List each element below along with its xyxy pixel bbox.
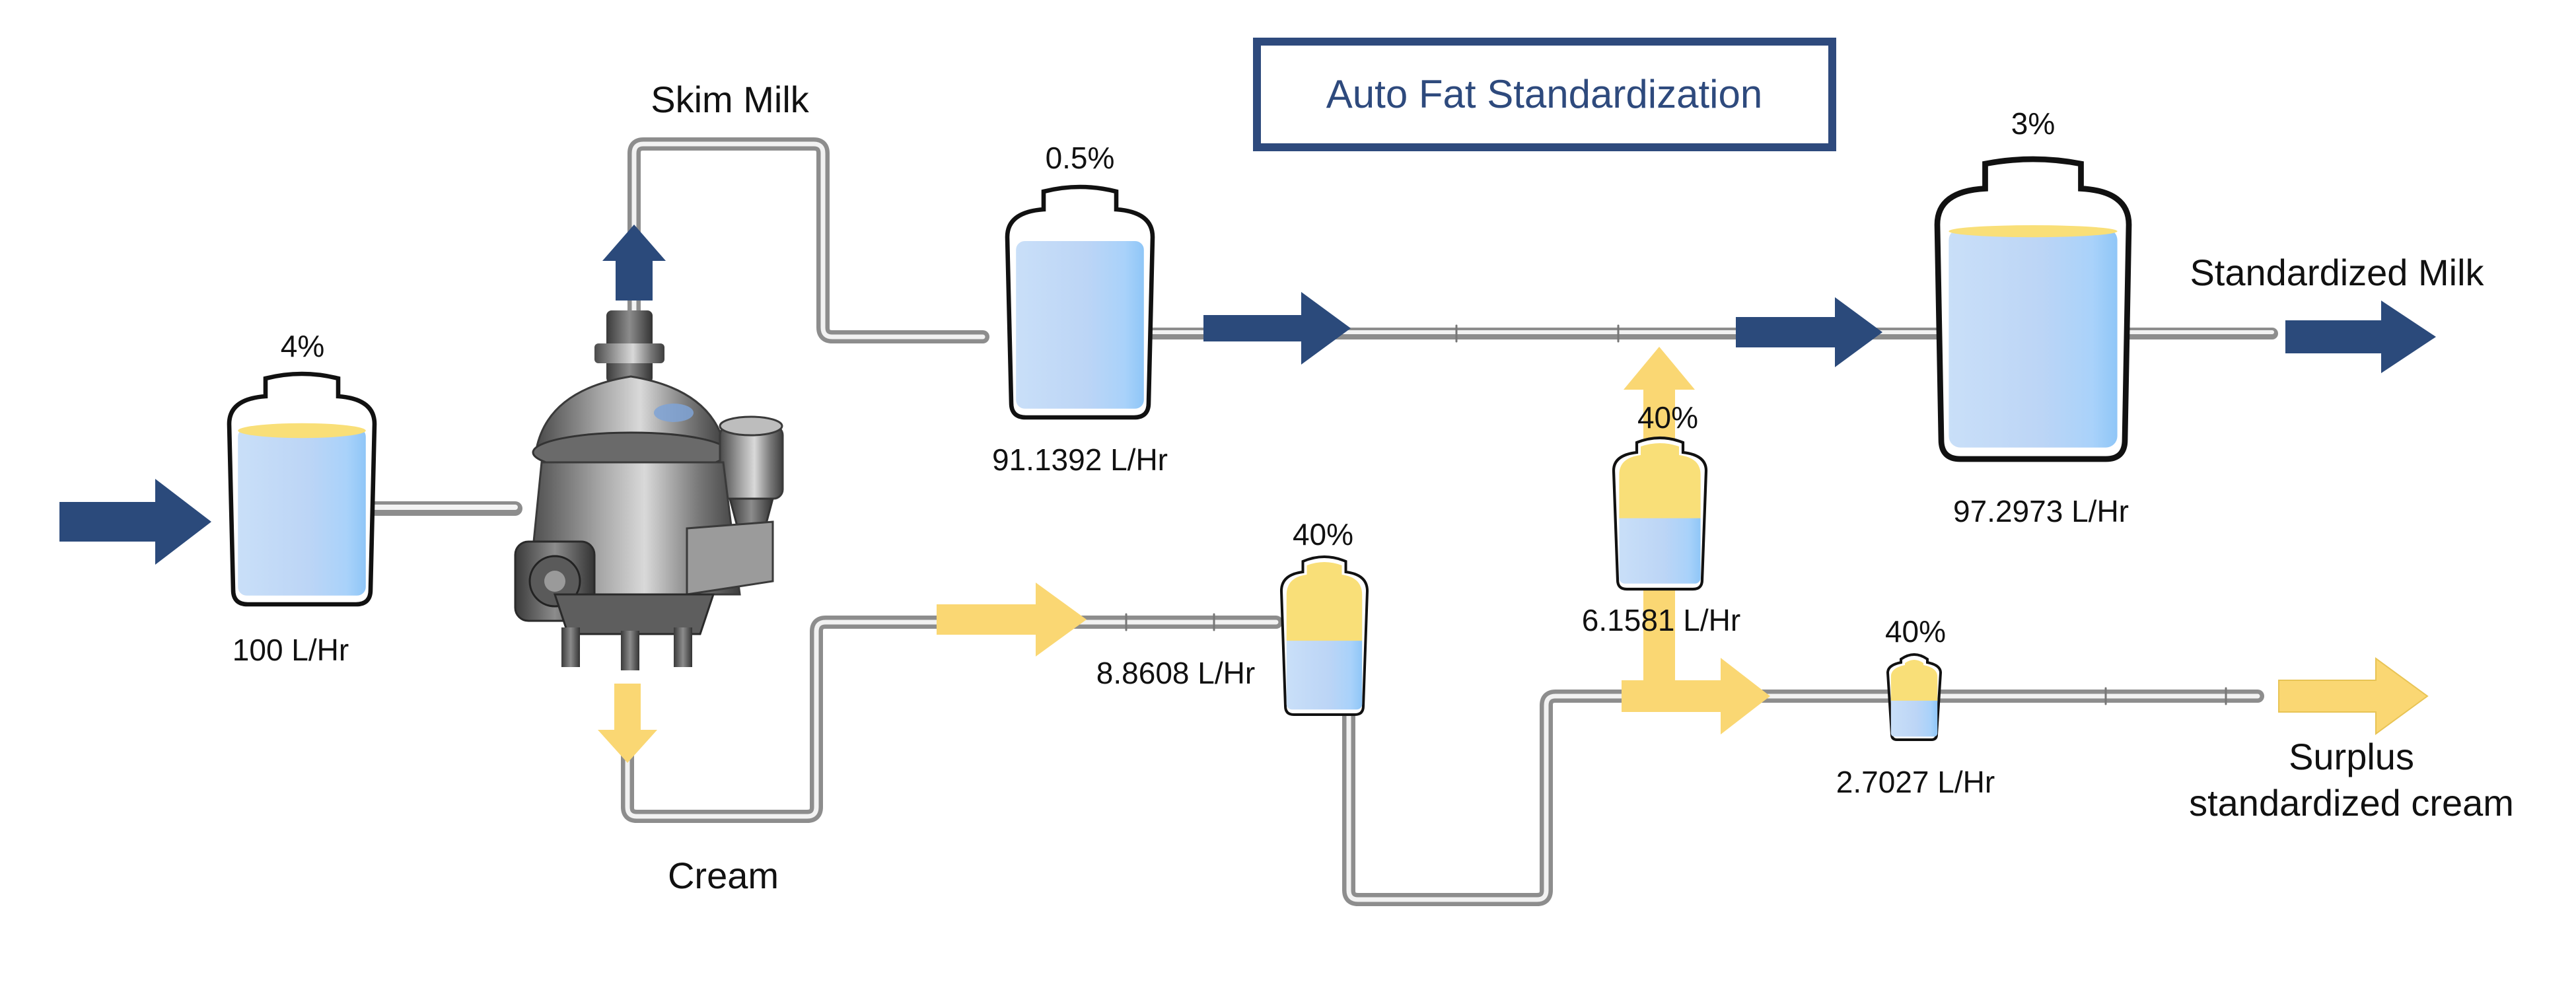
fat-layer: [1619, 443, 1701, 518]
feed-arrow: [59, 479, 211, 565]
cream-out-vessel: [1279, 555, 1369, 716]
vessel-labels: 4% 100 L/Hr 0.5% 91.1392 L/Hr 40% 8.8608…: [233, 106, 2129, 799]
fat-layer: [1890, 660, 1938, 701]
cream-cap: [238, 423, 366, 439]
surplus-label-line2: standardized cream: [2189, 782, 2514, 824]
vessels: [227, 156, 2132, 741]
flow-arrows: [59, 225, 2436, 763]
skim-milk-label: Skim Milk: [651, 79, 810, 120]
diagram-title: Auto Fat Standardization: [1326, 72, 1762, 116]
cream-line-arrow: [937, 583, 1087, 657]
surplus-vessel: [1886, 653, 1943, 741]
centrifugal-separator-icon: [514, 310, 784, 670]
skim-line-arrow-2: [1736, 297, 1882, 367]
standardized-milk-label: Standardized Milk: [2190, 252, 2484, 293]
skim-line-arrow-1: [1203, 292, 1351, 365]
cream-out-flow-label: 8.8608 L/Hr: [1096, 656, 1255, 690]
standardized-fat-label: 3%: [2011, 106, 2055, 141]
feed-fat-label: 4%: [281, 329, 324, 363]
milk-level: [238, 428, 366, 596]
skim-vessel: [1005, 184, 1155, 420]
skim-up-arrow: [602, 225, 666, 301]
cream-pipe: [621, 616, 1283, 823]
title-box: Auto Fat Standardization: [1253, 38, 1836, 151]
standardized-vessel: [1934, 156, 2132, 462]
skim-fat-label: 0.5%: [1046, 141, 1115, 175]
skim-milk-pipe: [627, 137, 989, 343]
cream-down-arrow: [598, 684, 657, 763]
cream-out-fat-label: 40%: [1293, 517, 1353, 551]
cream-return-flow-label: 6.1581 L/Hr: [1582, 603, 1740, 637]
cream-distribution-pipe: [1342, 690, 2264, 906]
cream-cap: [1949, 225, 2118, 238]
cream-return-vessel: [1612, 436, 1708, 591]
skim-flow-label: 91.1392 L/Hr: [992, 443, 1168, 477]
surplus-flow-label: 2.7027 L/Hr: [1836, 765, 1995, 799]
cream-split-arrow: [1622, 658, 1770, 734]
surplus-label-line1: Surplus: [2289, 736, 2414, 777]
cream-return-fat-label: 40%: [1637, 400, 1698, 435]
feed-flow-label: 100 L/Hr: [233, 633, 349, 667]
feed-vessel: [227, 371, 377, 607]
standardized-out-arrow: [2285, 301, 2436, 373]
milk-level: [1949, 229, 2118, 448]
fat-layer: [1286, 562, 1363, 641]
stream-labels: Skim Milk Cream Standardized Milk Surplu…: [651, 79, 2514, 896]
milk-level: [1016, 241, 1144, 409]
surplus-fat-label: 40%: [1885, 614, 1946, 649]
standardized-flow-label: 97.2973 L/Hr: [1953, 494, 2129, 528]
cream-label: Cream: [668, 855, 779, 896]
surplus-out-arrow: [2278, 657, 2429, 735]
